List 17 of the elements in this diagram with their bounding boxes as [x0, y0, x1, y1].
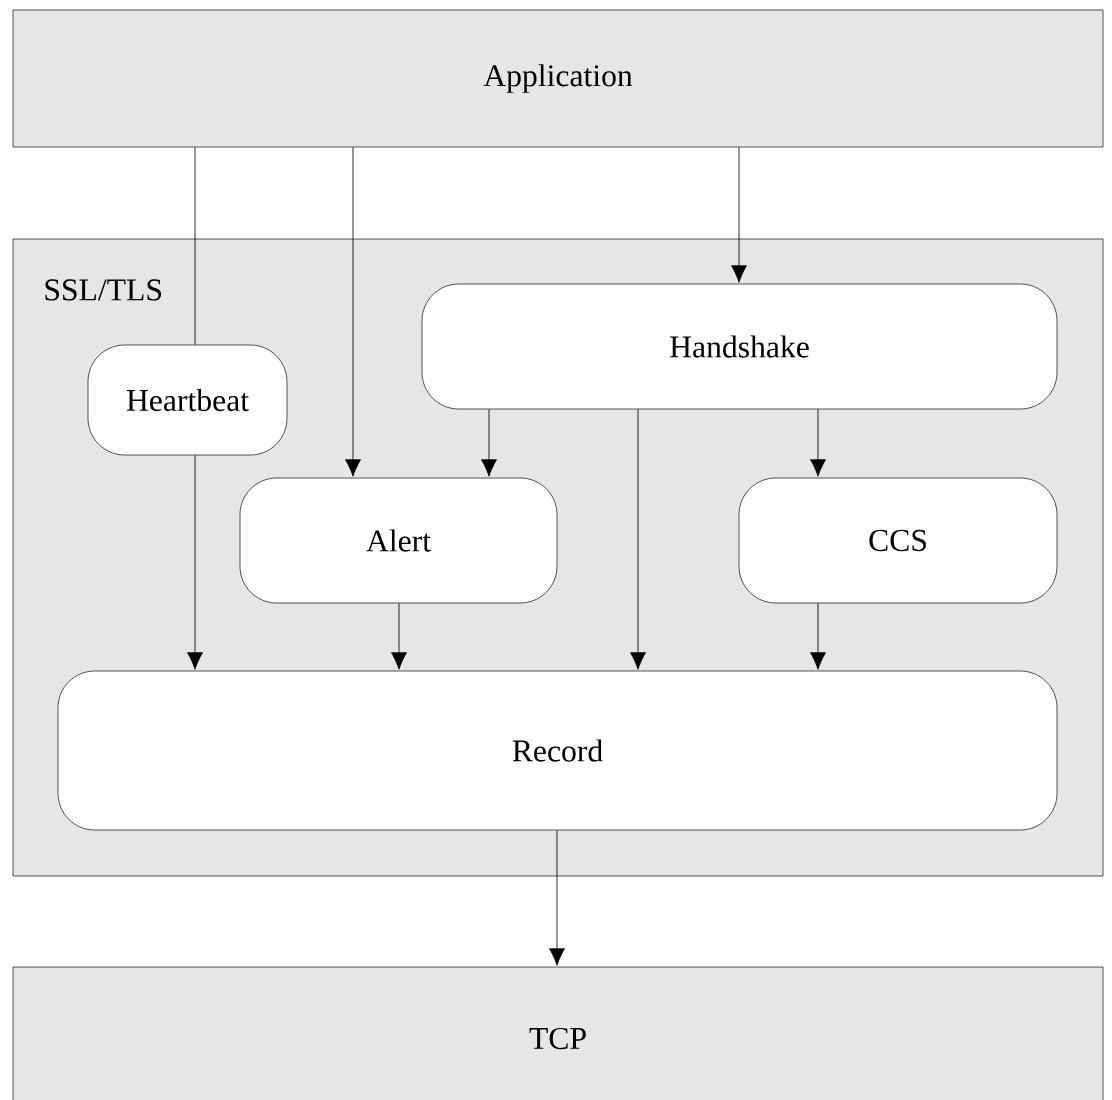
arrow [810, 602, 826, 670]
arrow [187, 454, 203, 670]
layer-box: TCP [12, 966, 1104, 1100]
arrow [630, 408, 646, 670]
connector-line [194, 146, 196, 346]
protocol-box: Heartbeat [87, 344, 288, 456]
arrow [481, 408, 497, 477]
arrow [391, 602, 407, 670]
arrow [345, 146, 361, 477]
arrow [731, 146, 747, 283]
protocol-box: Alert [239, 477, 558, 604]
protocol-box: Record [57, 670, 1058, 831]
arrow [810, 408, 826, 477]
arrow [549, 829, 565, 966]
protocol-box: Handshake [421, 283, 1058, 410]
layer-box: Application [12, 9, 1104, 148]
protocol-box: CCS [738, 477, 1058, 604]
